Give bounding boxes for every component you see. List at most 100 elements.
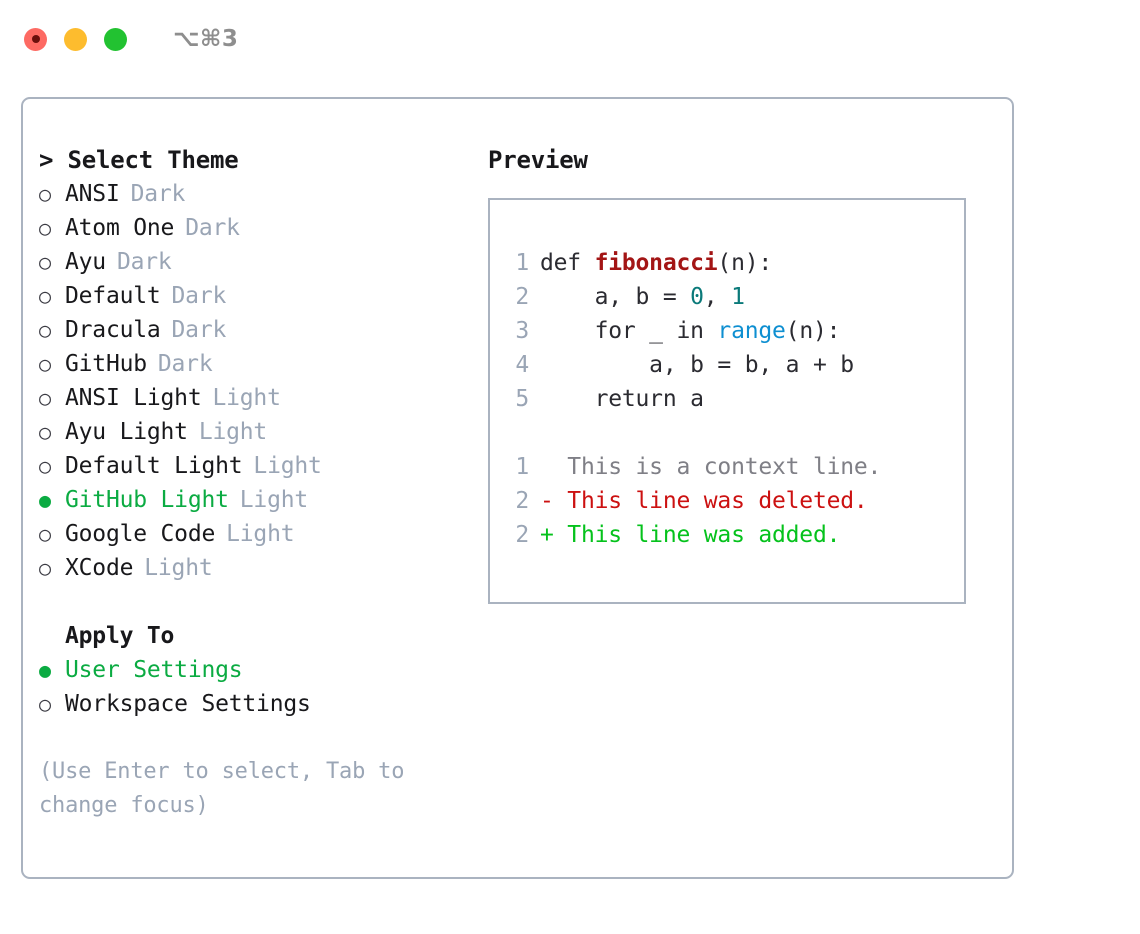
theme-option[interactable]: ○ Default Light Light [39,449,488,483]
theme-option-label: Dracula [65,317,161,343]
theme-option-label: ANSI [65,181,120,207]
line-number: 1 [515,250,529,276]
theme-option[interactable]: ○ Google Code Light [39,517,488,551]
theme-option[interactable]: ○ ANSI Dark [39,177,488,211]
code-token-function: fibonacci [594,250,718,276]
theme-option-label: Default Light [65,453,243,479]
theme-option-tag: Dark [171,283,227,309]
theme-option[interactable]: ○ Ayu Light Light [39,415,488,449]
line-number: 1 [515,454,529,480]
theme-option[interactable]: ○ XCode Light [39,551,488,585]
radio-icon[interactable]: ○ [39,386,51,410]
theme-selection-column: > Select Theme ○ ANSI Dark ○ Atom One Da… [23,143,488,823]
theme-option-label: Atom One [65,215,175,241]
code-token: a, b = b, a + b [540,352,854,378]
code-content: a, b = b, a + b [540,348,854,382]
close-button[interactable] [24,27,47,51]
apply-to-option[interactable]: ○ Workspace Settings [39,687,488,721]
radio-icon-filled[interactable]: ● [39,488,51,512]
code-token: return a [540,386,704,412]
theme-option-tag: Light [253,453,322,479]
theme-option-label: ANSI Light [65,385,202,411]
theme-option-tag: Light [239,487,309,513]
code-token-number: 1 [731,284,745,310]
code-content: for _ in range(n): [540,314,841,348]
list-spacer [39,585,488,619]
code-token-number: 0 [690,284,704,310]
line-number: 2 [515,522,529,548]
code-line: 1 def fibonacci(n): [508,246,964,280]
main-panel: > Select Theme ○ ANSI Dark ○ Atom One Da… [21,97,1014,879]
theme-option-tag: Light [212,385,281,411]
code-content: a, b = 0, 1 [540,280,745,314]
theme-option-tag: Dark [171,317,227,343]
code-token: a, b = [540,284,691,310]
minimize-button[interactable] [64,27,87,51]
code-gap [508,416,964,450]
code-token: def [540,250,595,276]
code-line: 5 return a [508,382,964,416]
keyboard-shortcut-label: ⌥⌘3 [173,26,239,52]
theme-option[interactable]: ○ Dracula Dark [39,313,488,347]
theme-option-list[interactable]: ○ ANSI Dark ○ Atom One Dark ○ Ayu Da [39,177,488,585]
radio-icon[interactable]: ○ [39,556,51,580]
theme-option-tag: Dark [116,249,172,275]
code-token: (n): [785,318,841,344]
radio-icon[interactable]: ○ [39,216,51,240]
diff-marker-minus: - [540,488,568,514]
diff-text: This line was deleted. [567,488,868,514]
theme-option-tag: Dark [185,215,240,241]
radio-icon[interactable]: ○ [39,318,51,342]
apply-to-heading: Apply To [65,623,175,649]
preview-box: 1 def fibonacci(n): 2 a, b = 0, 1 3 for … [488,198,966,604]
theme-option-label: Default [65,283,161,309]
code-token: for _ in [540,318,718,344]
theme-option[interactable]: ○ Default Dark [39,279,488,313]
radio-icon-filled[interactable]: ● [39,658,51,682]
theme-option[interactable]: ○ ANSI Light Light [39,381,488,415]
theme-option-selected[interactable]: ● GitHub Light Light [39,483,488,517]
theme-option-tag: Light [226,521,295,547]
apply-to-option-label: User Settings [65,657,243,683]
radio-icon[interactable]: ○ [39,420,51,444]
diff-marker [540,450,567,484]
apply-to-option-list[interactable]: ● User Settings ○ Workspace Settings [39,653,488,721]
code-content: return a [540,382,704,416]
line-number: 2 [515,488,529,514]
radio-icon[interactable]: ○ [39,522,51,546]
line-number: 3 [515,318,529,344]
code-token: (n): [717,250,773,276]
maximize-button[interactable] [104,27,127,51]
theme-option[interactable]: ○ Atom One Dark [39,211,488,245]
code-line: 3 for _ in range(n): [508,314,964,348]
theme-option[interactable]: ○ Ayu Dark [39,245,488,279]
line-number: 5 [515,386,529,412]
preview-column: Preview 1 def fibonacci(n): 2 a, b = 0, … [488,143,1012,604]
preview-heading: Preview [488,146,588,174]
diff-line-context: 1 This is a context line. [508,450,964,484]
apply-to-option-label: Workspace Settings [65,691,311,717]
theme-option-label: Google Code [65,521,216,547]
theme-option-label: GitHub Light [65,487,229,513]
radio-icon[interactable]: ○ [39,182,51,206]
radio-icon[interactable]: ○ [39,250,51,274]
diff-text: This is a context line. [567,454,882,480]
theme-option-label: Ayu [65,249,106,275]
apply-to-option-selected[interactable]: ● User Settings [39,653,488,687]
theme-option-label: XCode [65,555,134,581]
radio-icon[interactable]: ○ [39,692,51,716]
line-number: 4 [515,352,529,378]
radio-icon[interactable]: ○ [39,352,51,376]
select-theme-heading: > Select Theme [39,146,239,174]
theme-option[interactable]: ○ GitHub Dark [39,347,488,381]
diff-text: This line was added. [567,522,841,548]
theme-option-tag: Dark [157,351,213,377]
code-line: 4 a, b = b, a + b [508,348,964,382]
radio-icon[interactable]: ○ [39,454,51,478]
radio-icon[interactable]: ○ [39,284,51,308]
code-line: 2 a, b = 0, 1 [508,280,964,314]
theme-option-label: GitHub [65,351,147,377]
line-number: 2 [515,284,529,310]
theme-option-tag: Light [198,419,268,445]
